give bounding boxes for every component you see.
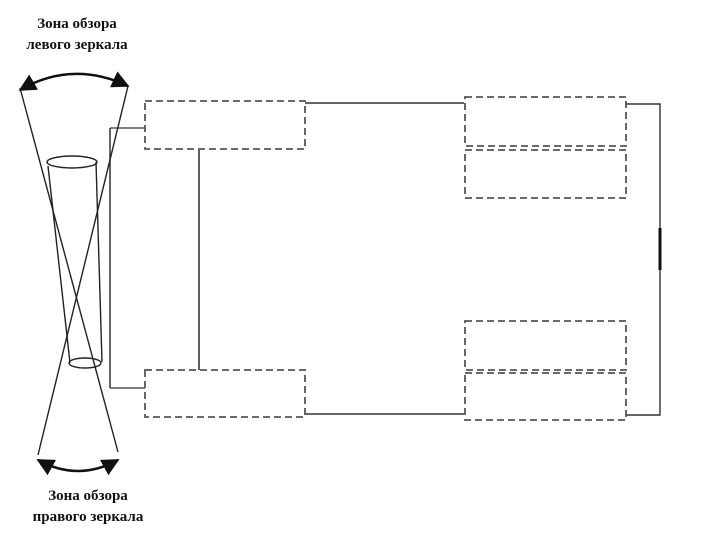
left-zone-arc	[18, 71, 130, 92]
wheel-rear-right-outer	[464, 372, 627, 421]
right-mirror-zone-label: Зона обзора правого зеркала	[8, 486, 168, 528]
rear-bracket	[626, 103, 661, 416]
cylinder-top	[46, 155, 98, 169]
right-zone-arc	[36, 458, 120, 476]
left-mirror-zone-label: Зона обзора левого зеркала	[12, 14, 142, 56]
wheel-rear-right-inner	[464, 320, 627, 371]
left-mirror-zone-line1: Зона обзора	[37, 16, 117, 32]
wheel-rear-left-outer	[464, 96, 627, 147]
right-mirror-zone-line1: Зона обзора	[48, 488, 128, 504]
right-mirror-zone-line2: правого зеркала	[32, 509, 144, 525]
wheel-rear-left-inner	[464, 149, 627, 199]
wheel-front-right	[144, 369, 306, 418]
wheel-front-left	[144, 100, 306, 150]
cylinder-bottom	[68, 357, 102, 369]
left-mirror-zone-line2: левого зеркала	[26, 37, 128, 53]
view-lines	[19, 85, 129, 456]
